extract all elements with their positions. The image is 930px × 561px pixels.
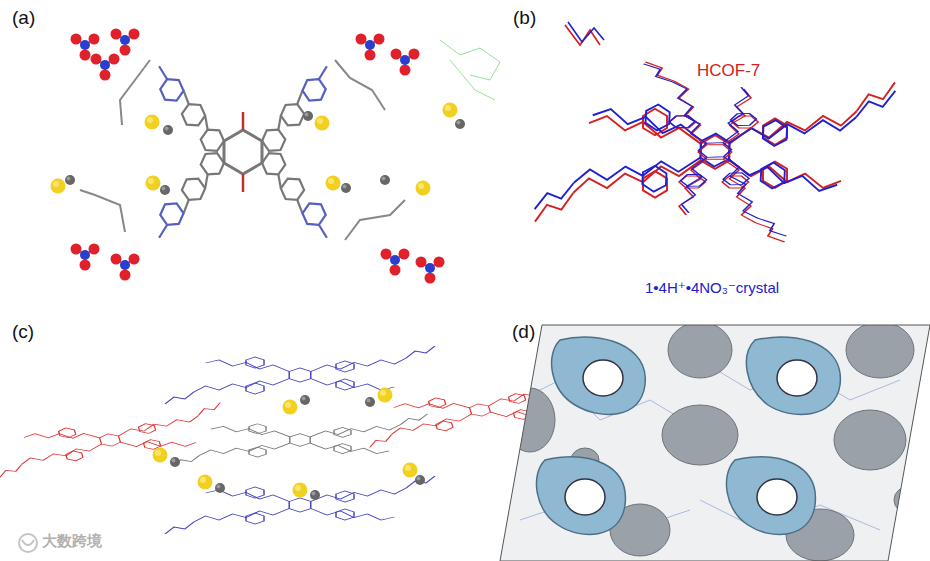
panel-label: (c) [12, 322, 34, 343]
structure-label: HCOF-7 [697, 62, 760, 81]
panel-label: (b) [513, 8, 536, 29]
panel-label: (a) [12, 8, 35, 29]
watermark: 大数跨境 [42, 533, 102, 550]
panel-label: (d) [512, 322, 535, 343]
watermark-logo [19, 534, 37, 552]
panel-b-overlay [535, 22, 896, 242]
panel-d-surface [500, 322, 930, 561]
panel-a-structure [51, 29, 501, 284]
structure-label: 1•4H⁺•4NO₃⁻crystal [645, 280, 779, 297]
